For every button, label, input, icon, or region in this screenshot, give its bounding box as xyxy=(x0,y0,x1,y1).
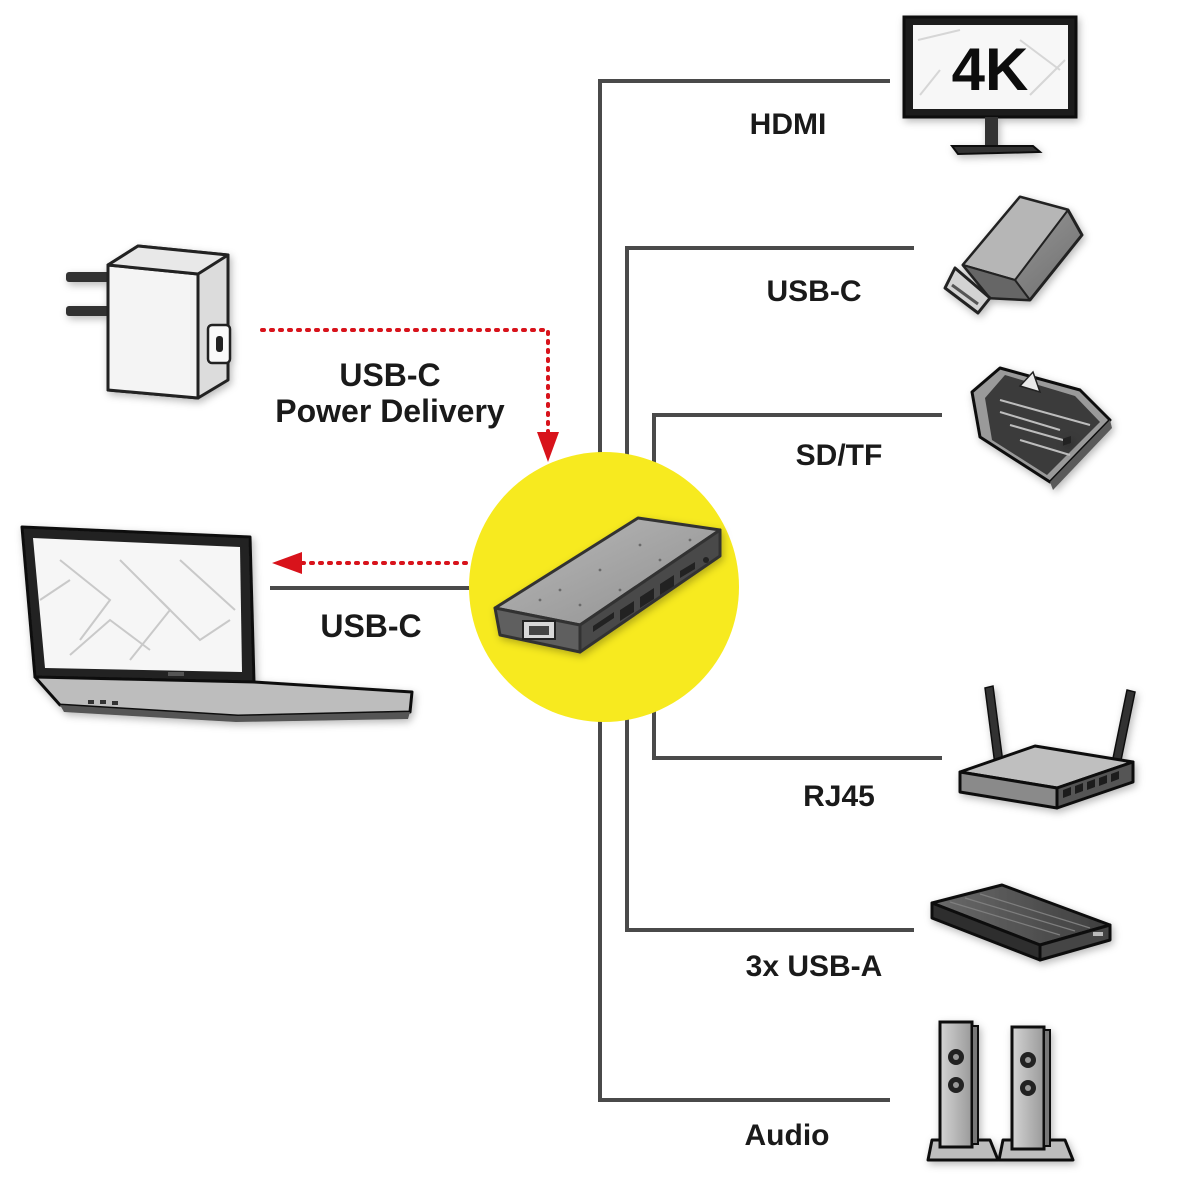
power-in-arrow xyxy=(260,328,550,434)
arrowhead-down xyxy=(537,432,559,462)
labels: USB-C Power Delivery USB-C HDMI USB-C SD… xyxy=(272,105,885,1155)
label-audio: Audio xyxy=(745,1119,830,1152)
monitor-icon: 4K xyxy=(902,15,1078,156)
line-hdmi xyxy=(598,79,890,462)
line-usbc xyxy=(625,246,914,464)
arrowhead-left xyxy=(272,552,302,574)
label-power-usbc: USB-C xyxy=(339,357,440,393)
label-hdmi: HDMI xyxy=(750,108,827,141)
usb-c-stick-icon xyxy=(943,195,1084,315)
sd-card-icon xyxy=(970,366,1112,490)
connector-lines xyxy=(270,79,942,1102)
label-laptop-usbc: USB-C xyxy=(320,608,421,644)
usb-c-hub-icon xyxy=(469,452,739,722)
usb-c-power-adapter-icon xyxy=(66,244,232,400)
monitor-badge: 4K xyxy=(952,36,1029,103)
power-flow xyxy=(260,328,550,565)
line-usba xyxy=(625,708,914,932)
router-icon xyxy=(958,436,1136,810)
label-rj45: RJ45 xyxy=(803,780,875,813)
label-usba: 3x USB-A xyxy=(746,950,883,983)
label-power-delivery: Power Delivery xyxy=(275,393,505,429)
line-rj45 xyxy=(652,698,942,760)
laptop-icon xyxy=(20,525,414,722)
label-sd: SD/TF xyxy=(796,439,883,472)
line-sd xyxy=(652,413,942,472)
label-usbc: USB-C xyxy=(767,275,862,308)
line-audio xyxy=(598,713,890,1102)
speakers-icon xyxy=(926,1020,1075,1162)
external-drive-icon xyxy=(930,883,1112,962)
